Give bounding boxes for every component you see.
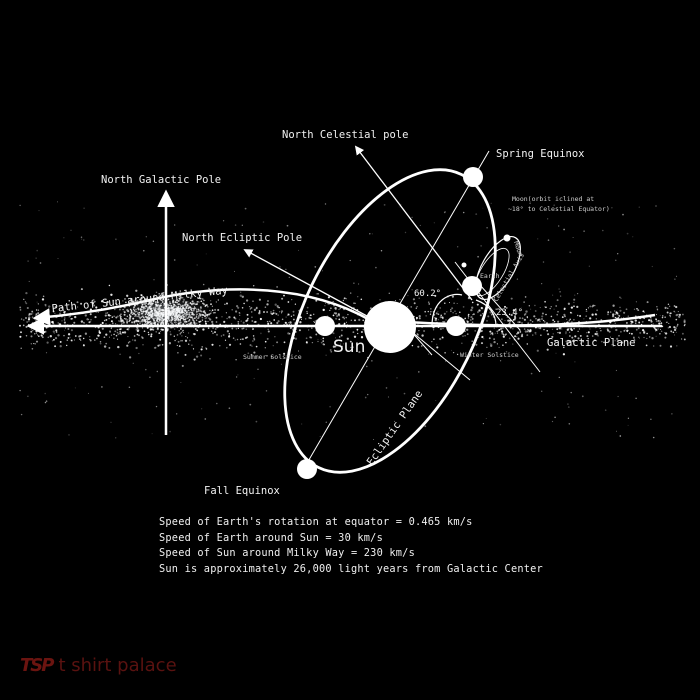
north-ecliptic-pole-label: North Ecliptic Pole — [182, 232, 302, 244]
moon-body-2 — [461, 262, 467, 268]
logo-mark: TSP — [20, 654, 54, 676]
sun-body — [364, 301, 416, 353]
earth-label: Earth — [480, 272, 500, 280]
fact-galactic-distance: Sun is approximately 26,000 light years … — [159, 562, 543, 575]
fact-earth-rotation: Speed of Earth's rotation at equator = 0… — [159, 516, 473, 528]
north-galactic-pole-label: North Galactic Pole — [101, 174, 221, 186]
sun-label: Sun — [333, 337, 365, 357]
spring-equinox-earth — [463, 167, 483, 187]
brand-logo: TSP t shirt palace — [20, 652, 177, 678]
ecliptic-plane-ellipse — [283, 168, 497, 474]
earth-body — [462, 276, 482, 296]
logo-text: t shirt palace — [58, 654, 177, 676]
summer-solstice-label: Summer Solstice — [243, 353, 302, 361]
north-ecliptic-pole-arrow — [243, 249, 379, 323]
fact-earth-orbit-speed: Speed of Earth around Sun = 30 km/s — [159, 531, 383, 544]
fall-equinox-label: Fall Equinox — [204, 485, 280, 497]
spring-equinox-label: Spring Equinox — [496, 148, 585, 160]
summer-solstice-earth — [315, 316, 335, 336]
fact-sun-galactic-speed: Speed of Sun around Milky Way = 230 km/s — [159, 547, 415, 559]
moon-orbit-ellipse — [475, 236, 521, 300]
moon-orbit-label-line1: Moon(orbit iclined at — [512, 195, 594, 203]
north-celestial-pole-label: North Celestial pole — [282, 129, 408, 141]
earth-tilt-line — [479, 284, 521, 331]
fall-equinox-earth — [297, 459, 317, 479]
facts-block: Speed of Earth's rotation at equator = 0… — [159, 515, 543, 577]
path-of-sun-curve — [32, 288, 656, 327]
angle-23-label: 23.4° — [496, 308, 523, 318]
angle-60-label: 60.2° — [414, 289, 441, 299]
angle-23-arc — [475, 299, 497, 327]
moon-orbit-label-line2: ~18° to Celestial Equator) — [508, 205, 610, 213]
ecliptic-plane-label: Ecliptic Plane — [365, 388, 426, 467]
winter-solstice-earth — [446, 316, 466, 336]
north-celestial-pole-arrow — [354, 145, 473, 301]
galactic-plane-label: Galactic Plane — [547, 337, 636, 349]
moon-orbit-ellipse-inner — [474, 247, 510, 297]
moon-body — [503, 234, 511, 242]
winter-solstice-label: Winter Solstice — [460, 351, 519, 359]
angle-60-arc — [431, 293, 463, 327]
